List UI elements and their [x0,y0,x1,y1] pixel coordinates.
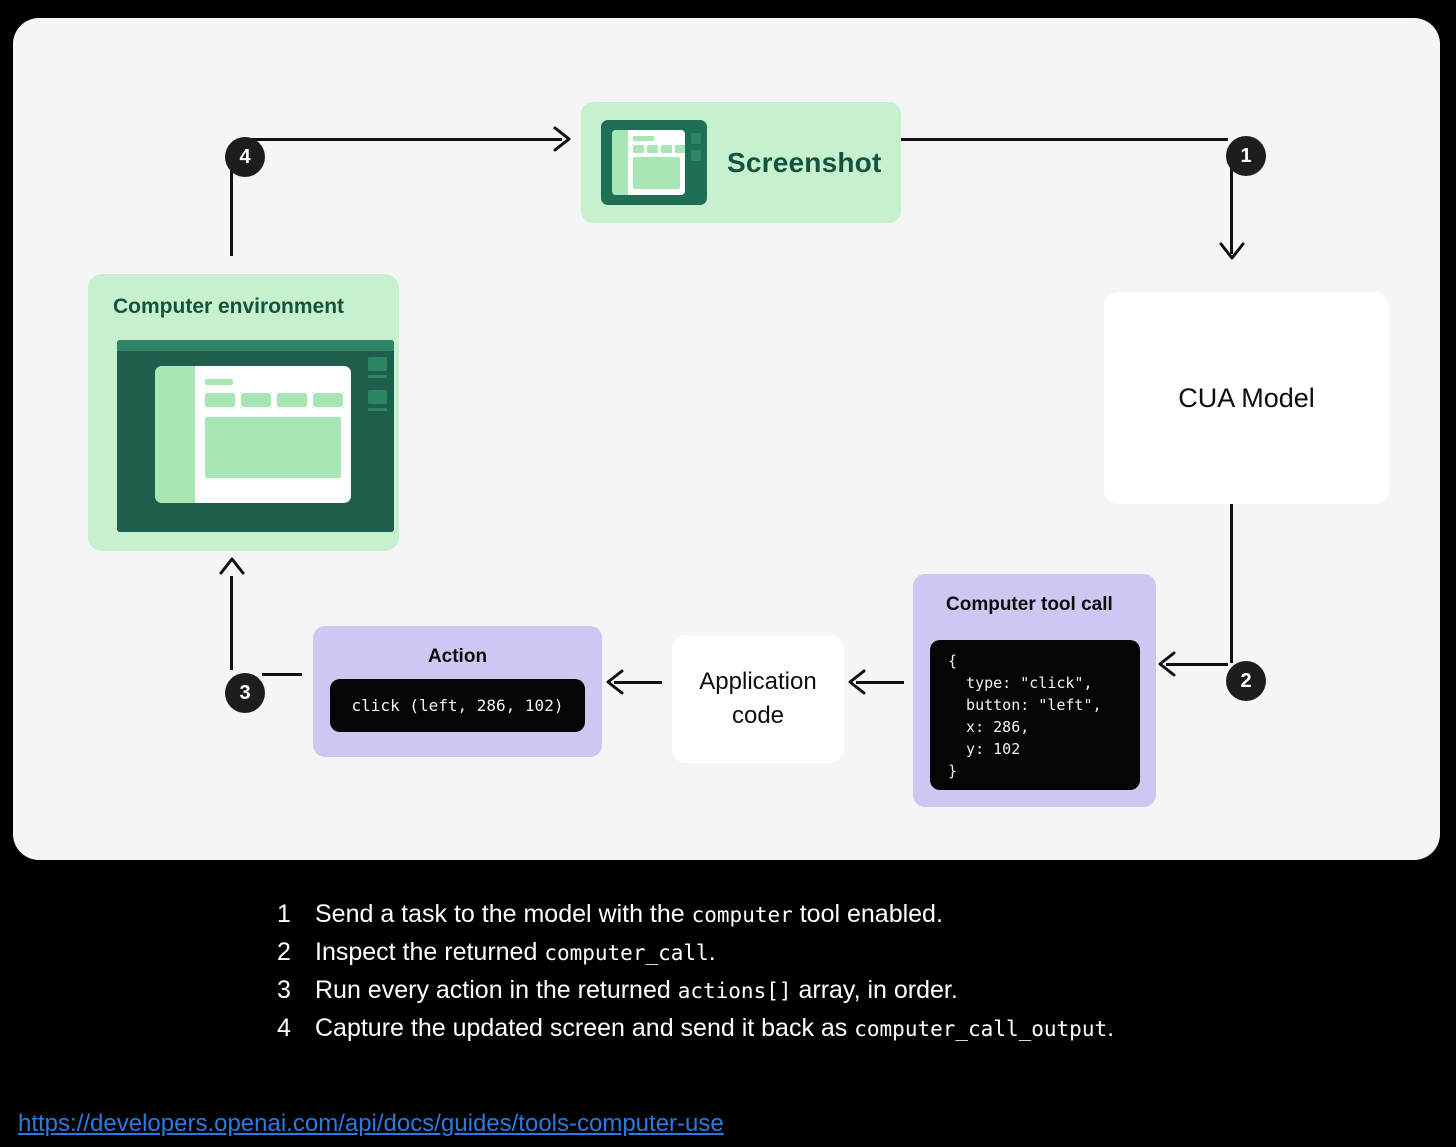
node-application-code[interactable]: Application code [672,635,844,763]
connector-badge2-to-toolcall [1166,663,1228,666]
side-button-icon [691,150,701,161]
computer-tool-call-label: Computer tool call [946,594,1113,615]
legend-text-token: . [1107,1014,1115,1042]
connector-badge3-up [230,576,233,670]
source-url-link[interactable]: https://developers.openai.com/api/docs/g… [18,1110,724,1137]
legend-row: 2 Inspect the returned computer_call. [277,938,1257,976]
computer-environment-label: Computer environment [113,295,345,318]
side-buttons-icon-part [691,133,701,161]
legend-text-token: Run every action in the returned [315,976,678,1004]
connector-toolcall-to-appcode [856,681,904,684]
legend-row-text: Capture the updated screen and send it b… [315,1014,1114,1043]
step-badge-3-value: 3 [239,681,251,704]
legend-text-token: . [708,938,716,966]
connector-screenshot-to-model [901,138,1228,141]
application-code-label-line1: Application [699,668,817,695]
legend-text-token: array, in order. [791,976,958,1004]
legend-text-token: Send a task to the model with the [315,900,692,928]
arrowhead-up-to-computer-env [219,557,245,575]
legend-text-token: Inspect the returned [315,938,545,966]
step-badge-3[interactable]: 3 [225,673,265,713]
step-badge-4-value: 4 [239,145,251,168]
legend-row-text: Send a task to the model with the comput… [315,900,943,929]
chip-icon [647,145,658,153]
sidebar-icon-part [155,366,195,503]
legend-code-token: actions[] [677,979,792,1003]
legend-row-number: 3 [277,976,291,1004]
legend-code-token: computer [691,903,793,927]
chips-icon-part [633,145,685,153]
node-computer-tool-call[interactable]: Computer tool call { type: "click", butt… [913,574,1156,807]
step-badge-4[interactable]: 4 [225,137,265,177]
window-icon-part [155,366,351,503]
side-button-icon [368,357,387,371]
step-badge-1-value: 1 [1240,144,1252,167]
side-button-group-icon [368,357,387,378]
arrowhead-left-to-toolcall [1158,651,1176,677]
chip-icon [633,145,644,153]
step-badge-2-value: 2 [1240,669,1252,692]
side-button-underline-icon [368,375,387,378]
monitor-desktop-icon [117,340,394,532]
arrowhead-left-to-action [606,669,624,695]
sidebar-icon-part [612,130,628,195]
node-cua-model[interactable]: CUA Model [1104,292,1389,504]
legend-row: 3 Run every action in the returned action… [277,976,1257,1014]
side-button-underline-icon [368,408,387,411]
arrowhead-down-to-cua-model [1219,242,1245,260]
step-badge-1[interactable]: 1 [1226,136,1266,176]
chips-icon-part [205,393,343,407]
legend-code-token: computer_call_output [854,1017,1108,1041]
chip-icon [277,393,307,407]
legend-row: 1 Send a task to the model with the compu… [277,900,1257,938]
content-icon-part [205,417,341,478]
screen-icon-part [612,130,685,195]
node-screenshot[interactable]: Screenshot [581,102,901,223]
cua-model-label: CUA Model [1178,382,1315,413]
connector-env-to-screenshot [252,138,562,141]
titlebar-icon-part [117,340,394,351]
side-button-group-icon [368,390,387,411]
arrowhead-right-to-screenshot [553,126,571,152]
chip-icon [205,393,235,407]
connector-appcode-to-action [614,681,662,684]
legend-row-text: Inspect the returned computer_call. [315,938,716,967]
action-label: Action [427,646,488,667]
side-button-icon [368,390,387,404]
computer-tool-call-code: { type: "click", button: "left", x: 286,… [930,640,1140,790]
side-buttons-icon-part [368,357,387,411]
legend-row-number: 1 [277,900,291,928]
connector-badge4-down [230,158,233,256]
node-computer-environment[interactable]: Computer environment [88,274,399,551]
chip-icon [241,393,271,407]
titlebar-icon-part [633,136,654,141]
chip-icon [313,393,343,407]
legend-row-text: Run every action in the returned actions… [315,976,958,1005]
content-icon-part [633,157,680,189]
diagram-canvas: Screenshot Computer environment [13,18,1440,860]
legend-text-token: tool enabled. [792,900,943,928]
node-action[interactable]: Action click (left, 286, 102) [313,626,602,757]
legend-row: 4 Capture the updated screen and send it … [277,1014,1257,1052]
monitor-screenshot-icon [601,120,707,205]
application-code-label-line2: code [731,702,785,729]
step-badge-2[interactable]: 2 [1226,661,1266,701]
heading-bar-icon-part [205,379,233,385]
side-button-icon [691,133,701,144]
action-code: click (left, 286, 102) [330,679,585,732]
chip-icon [675,145,685,153]
legend-row-number: 2 [277,938,291,966]
connector-action-to-badge3 [262,673,302,676]
legend-list: 1 Send a task to the model with the compu… [277,900,1257,1052]
legend-row-number: 4 [277,1014,291,1042]
arrowhead-left-to-appcode [848,669,866,695]
legend-text-token: Capture the updated screen and send it b… [315,1014,855,1042]
chip-icon [661,145,672,153]
legend-code-token: computer_call [544,941,709,965]
connector-badge1-down [1230,158,1233,254]
screenshot-label: Screenshot [727,146,882,178]
connector-model-to-badge2 [1230,486,1233,663]
